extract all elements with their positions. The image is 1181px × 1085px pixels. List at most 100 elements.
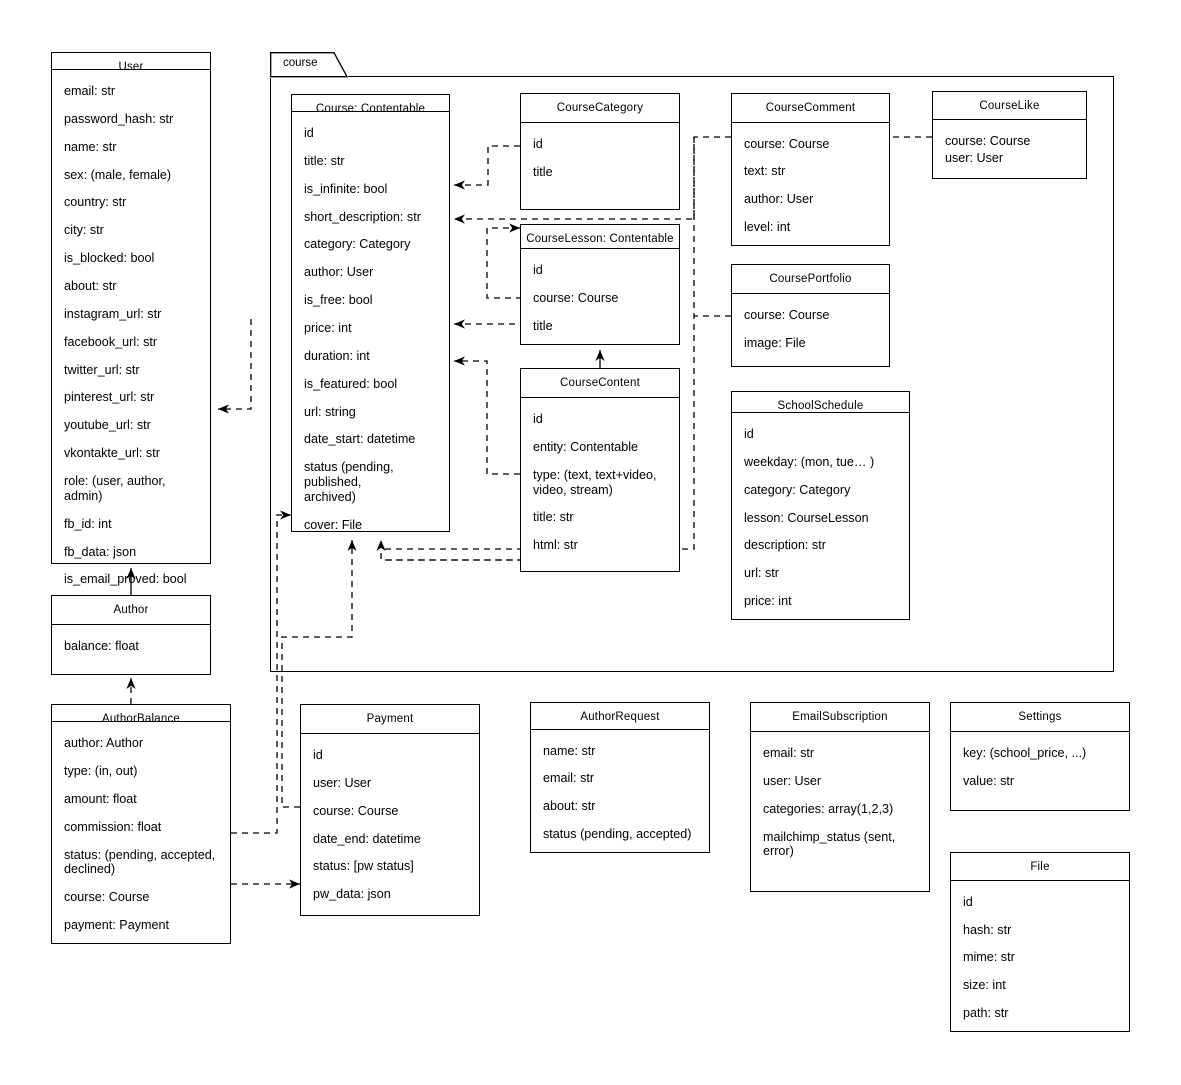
class-title-coursecontent: CourseContent [521,369,679,398]
class-attribute: is_featured: bool [304,376,398,391]
class-attribute: size: int [963,978,1006,993]
class-box-user[interactable]: User email: str password_hash: str name: st… [51,52,211,586]
package-course [270,76,1114,672]
class-attribute: youtube_url: str [64,418,151,433]
class-attribute: category: Category [744,482,851,497]
class-attributes-settings: key: (school_price, ...) value: str [951,732,1129,810]
class-attribute: role: (user, author, admin) [64,474,166,503]
class-title-courselesson: CourseLesson: Contentable [521,225,679,250]
class-attribute: about: str [64,279,117,294]
class-attributes-courseportfolio: course: Course image: File [732,294,889,366]
class-attribute: email: str [64,84,116,98]
class-attribute: course: Course [744,308,830,322]
class-attribute: user: User [313,775,372,790]
class-box-emailsubscription[interactable]: EmailSubscription email: str user: User cat… [750,702,930,892]
class-attribute: twitter_url: str [64,362,140,377]
class-attribute: status (pending, published, archived) [304,460,394,505]
class-title-emailsubscription: EmailSubscription [751,703,929,732]
class-attribute: sex: (male, female) [64,167,172,182]
class-attribute: is_email_proved: bool [64,572,187,587]
class-attribute: categories: array(1,2,3) [763,801,894,816]
class-attribute: pw_data: json [313,887,391,902]
class-attribute: url: string [304,404,356,419]
class-attribute: user: User [945,151,1004,166]
class-attribute: about: str [543,799,596,814]
class-attribute: commission: float [64,819,162,834]
class-attribute: title: str [533,510,574,525]
class-attribute: user: User [763,773,822,788]
class-attributes-author: balance: float [52,625,210,674]
class-attribute: date_start: datetime [304,432,416,447]
class-attribute: price: int [744,594,792,609]
class-attribute: value: str [963,773,1015,788]
class-title-authorrequest: AuthorRequest [531,703,709,730]
class-attribute: vkontakte_url: str [64,446,160,461]
class-attribute: is_blocked: bool [64,251,155,266]
class-attribute: payment: Payment [64,918,169,933]
class-attribute: course: Course [313,803,399,818]
class-box-coursecategory[interactable]: CourseCategory id title [520,93,680,210]
class-attribute: status (pending, accepted) [543,827,692,842]
class-attribute: email: str [543,771,595,786]
class-title-user: User [52,53,210,70]
class-attribute: title: str [304,153,345,168]
class-attribute: id [963,894,973,909]
class-attribute: title [533,164,553,179]
class-attribute: status: (pending, accepted, declined) [64,847,216,877]
class-attribute: short_description: str [304,209,421,224]
class-attribute: author: User [304,265,374,280]
connector-course-to-user [218,319,252,410]
class-attribute: password_hash: str [64,111,174,126]
class-attribute: date_end: datetime [313,831,421,846]
class-attribute: author: User [744,192,814,207]
class-attribute: cover: File [304,517,363,532]
class-attribute: instagram_url: str [64,306,162,321]
class-attribute: path: str [963,1006,1009,1021]
class-attribute: category: Category [304,237,411,252]
class-attribute: id [533,137,543,151]
class-attributes-user: email: str password_hash: str name: str sex… [52,70,210,597]
class-attribute: name: str [64,139,117,154]
class-attribute: id [533,412,543,426]
class-title-schoolschedule: SchoolSchedule [732,392,909,413]
class-attribute: entity: Contentable [533,439,639,454]
class-attribute: email: str [763,746,815,760]
class-attribute: key: (school_price, ...) [963,746,1087,760]
class-attribute: description: str [744,538,826,553]
arrowhead [289,879,300,889]
class-title-coursecategory: CourseCategory [521,94,679,123]
class-attribute: fb_id: int [64,516,112,531]
class-attribute: lesson: CourseLesson [744,510,869,525]
class-attribute: amount: float [64,791,137,806]
class-attribute: balance: float [64,639,139,653]
class-attribute: mime: str [963,950,1015,965]
class-attribute: course: Course [744,136,830,151]
class-title-courselike: CourseLike [933,92,1086,121]
class-attribute: price: int [304,321,352,336]
arrowhead [126,678,136,689]
class-attribute: image: File [744,335,806,350]
arrowhead [218,404,229,414]
